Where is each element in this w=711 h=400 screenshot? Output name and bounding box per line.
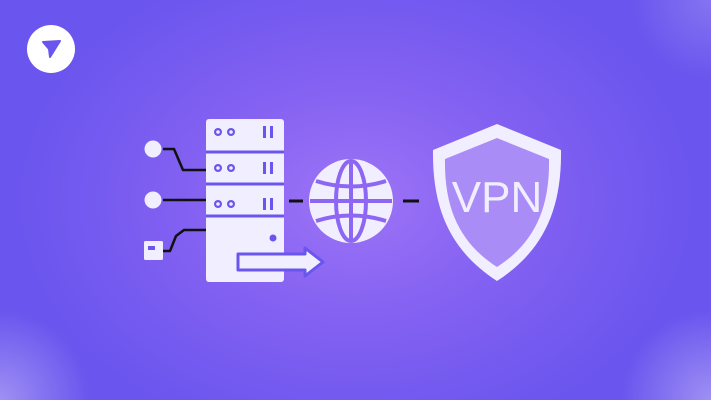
brand-logo: [27, 25, 75, 73]
drive-slot-indicators: [214, 126, 277, 242]
send-arrow-logo-icon: [42, 40, 61, 58]
circle-node-icon: [144, 140, 162, 158]
globe-icon: [309, 159, 393, 243]
server-body: [206, 119, 284, 282]
square-node-icon: [144, 241, 163, 260]
logo-arrow-shape: [42, 40, 61, 58]
device-nodes: [144, 140, 163, 260]
shield-inner: [444, 138, 550, 267]
server-dividers: [206, 150, 284, 218]
shield-label: VPN: [452, 173, 542, 222]
device-connectors: [162, 147, 208, 253]
connector-top: [163, 147, 208, 172]
shield-icon: [432, 124, 562, 281]
server-rack-icon: [206, 119, 284, 282]
circle-node-icon: [144, 191, 162, 209]
connector-bottom: [162, 228, 208, 253]
output-arrow: [236, 246, 325, 278]
